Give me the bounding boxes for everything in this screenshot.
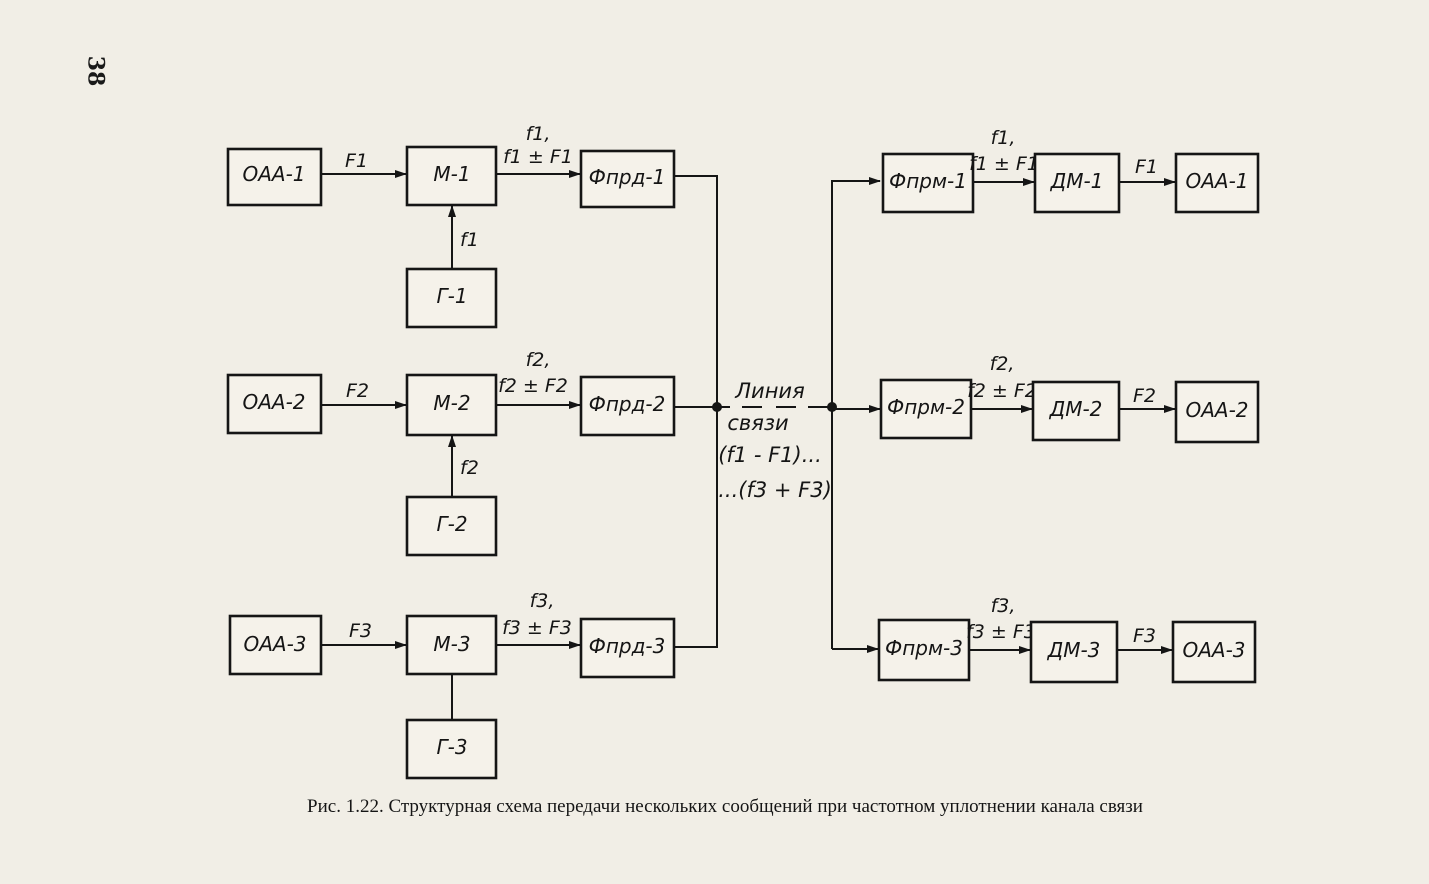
tx-channel-1: ОАА-1 F1 М-1 f1, f1 ± F1 Фпрд-1 Г-1 f1 (226, 123, 676, 329)
rx-baseband-label-3: F3 (1133, 625, 1156, 647)
demod-label-3: ДМ-3 (1047, 638, 1101, 662)
modulator-box-2 (405, 373, 498, 437)
demod-label-2: ДМ-2 (1049, 397, 1103, 421)
figure-caption: Рис. 1.22. Структурная схема передачи не… (307, 796, 1143, 817)
tx-filter-box-2 (579, 375, 676, 437)
modulator-label-3: М-3 (433, 632, 470, 656)
rx-filter-label-2: Фпрм-2 (887, 395, 965, 419)
modulator-label-1: М-1 (433, 162, 470, 186)
generator-box-1 (405, 267, 498, 329)
rx-filter-label-3: Фпрм-3 (885, 636, 963, 660)
rx-in-label-3a: f3, (991, 595, 1016, 617)
modulator-label-2: М-2 (433, 391, 470, 415)
source-label-1: ОАА-1 (242, 162, 305, 186)
source-label-3: ОАА-3 (243, 632, 306, 656)
rx-baseband-label-2: F2 (1133, 385, 1156, 407)
communication-line: Линия связи (f1 - F1)... ...(f3 + F3) (674, 175, 881, 653)
carrier-label-1: f1 (460, 229, 479, 251)
baseband-label-1: F1 (345, 150, 368, 172)
tx-filter-label-1: Фпрд-1 (589, 165, 666, 189)
line-range-2: ...(f3 + F3) (718, 478, 832, 502)
mod-out-label-1b: f1 ± F1 (503, 146, 573, 168)
rx-filter-label-1: Фпрм-1 (889, 169, 967, 193)
line-range-1: (f1 - F1)... (718, 443, 822, 467)
generator-label-3: Г-3 (436, 735, 467, 759)
rx-filter-box-1 (881, 152, 975, 214)
tx-filter-label-2: Фпрд-2 (589, 392, 666, 416)
tx-filter-label-3: Фпрд-3 (589, 634, 666, 658)
rx-in-label-1b: f1 ± F1 (969, 153, 1039, 175)
tx-filter-box-1 (579, 149, 676, 209)
source-box-2 (226, 373, 323, 435)
modulator-box-1 (405, 145, 498, 207)
mod-out-label-3b: f3 ± F3 (502, 617, 572, 639)
mod-out-label-3a: f3, (530, 590, 555, 612)
line-label-1: Линия (734, 379, 804, 403)
rx-bus (831, 180, 880, 649)
source-label-2: ОАА-2 (242, 390, 305, 414)
rx-filter-box-3 (877, 618, 971, 682)
rx-in-label-1a: f1, (991, 127, 1016, 149)
baseband-label-3: F3 (349, 620, 372, 642)
tx-filter-box-3 (579, 617, 676, 679)
mod-out-label-2a: f2, (526, 349, 551, 371)
generator-box-3 (405, 718, 498, 780)
rx-channel-2: Фпрм-2 f2, f2 ± F2 ДМ-2 F2 ОАА-2 (879, 353, 1260, 444)
sink-box-3 (1171, 620, 1257, 684)
rx-in-label-3b: f3 ± F3 (966, 621, 1036, 643)
carrier-label-2: f2 (460, 457, 479, 479)
rx-in-label-2a: f2, (990, 353, 1015, 375)
demod-box-1 (1033, 152, 1121, 214)
generator-label-2: Г-2 (436, 512, 467, 536)
rx-baseband-label-1: F1 (1135, 156, 1158, 178)
rx-channel-3: Фпрм-3 f3, f3 ± F3 ДМ-3 F3 ОАА-3 (877, 595, 1257, 684)
tx-bus (674, 175, 718, 648)
sink-box-1 (1174, 152, 1260, 214)
baseband-label-2: F2 (346, 380, 369, 402)
line-label-2: связи (727, 411, 788, 435)
sink-box-2 (1174, 380, 1260, 444)
demod-box-3 (1029, 620, 1119, 684)
tx-channel-2: ОАА-2 F2 М-2 f2, f2 ± F2 Фпрд-2 Г-2 f2 (226, 349, 676, 557)
source-box-3 (228, 614, 323, 676)
sink-label-3: ОАА-3 (1182, 638, 1245, 662)
generator-box-2 (405, 495, 498, 557)
rx-filter-box-2 (879, 378, 973, 440)
generator-label-1: Г-1 (436, 284, 467, 308)
sink-label-2: ОАА-2 (1185, 398, 1248, 422)
source-box-1 (226, 147, 323, 207)
sink-label-1: ОАА-1 (1185, 169, 1248, 193)
mod-out-label-1a: f1, (526, 123, 551, 145)
demod-label-1: ДМ-1 (1050, 169, 1104, 193)
demod-box-2 (1031, 380, 1121, 442)
rx-in-label-2b: f2 ± F2 (967, 380, 1037, 402)
rx-channel-1: Фпрм-1 f1, f1 ± F1 ДМ-1 F1 ОАА-1 (881, 127, 1260, 214)
mod-out-label-2b: f2 ± F2 (498, 375, 568, 397)
tx-channel-3: ОАА-3 F3 М-3 f3, f3 ± F3 Фпрд-3 Г-3 (228, 590, 676, 780)
